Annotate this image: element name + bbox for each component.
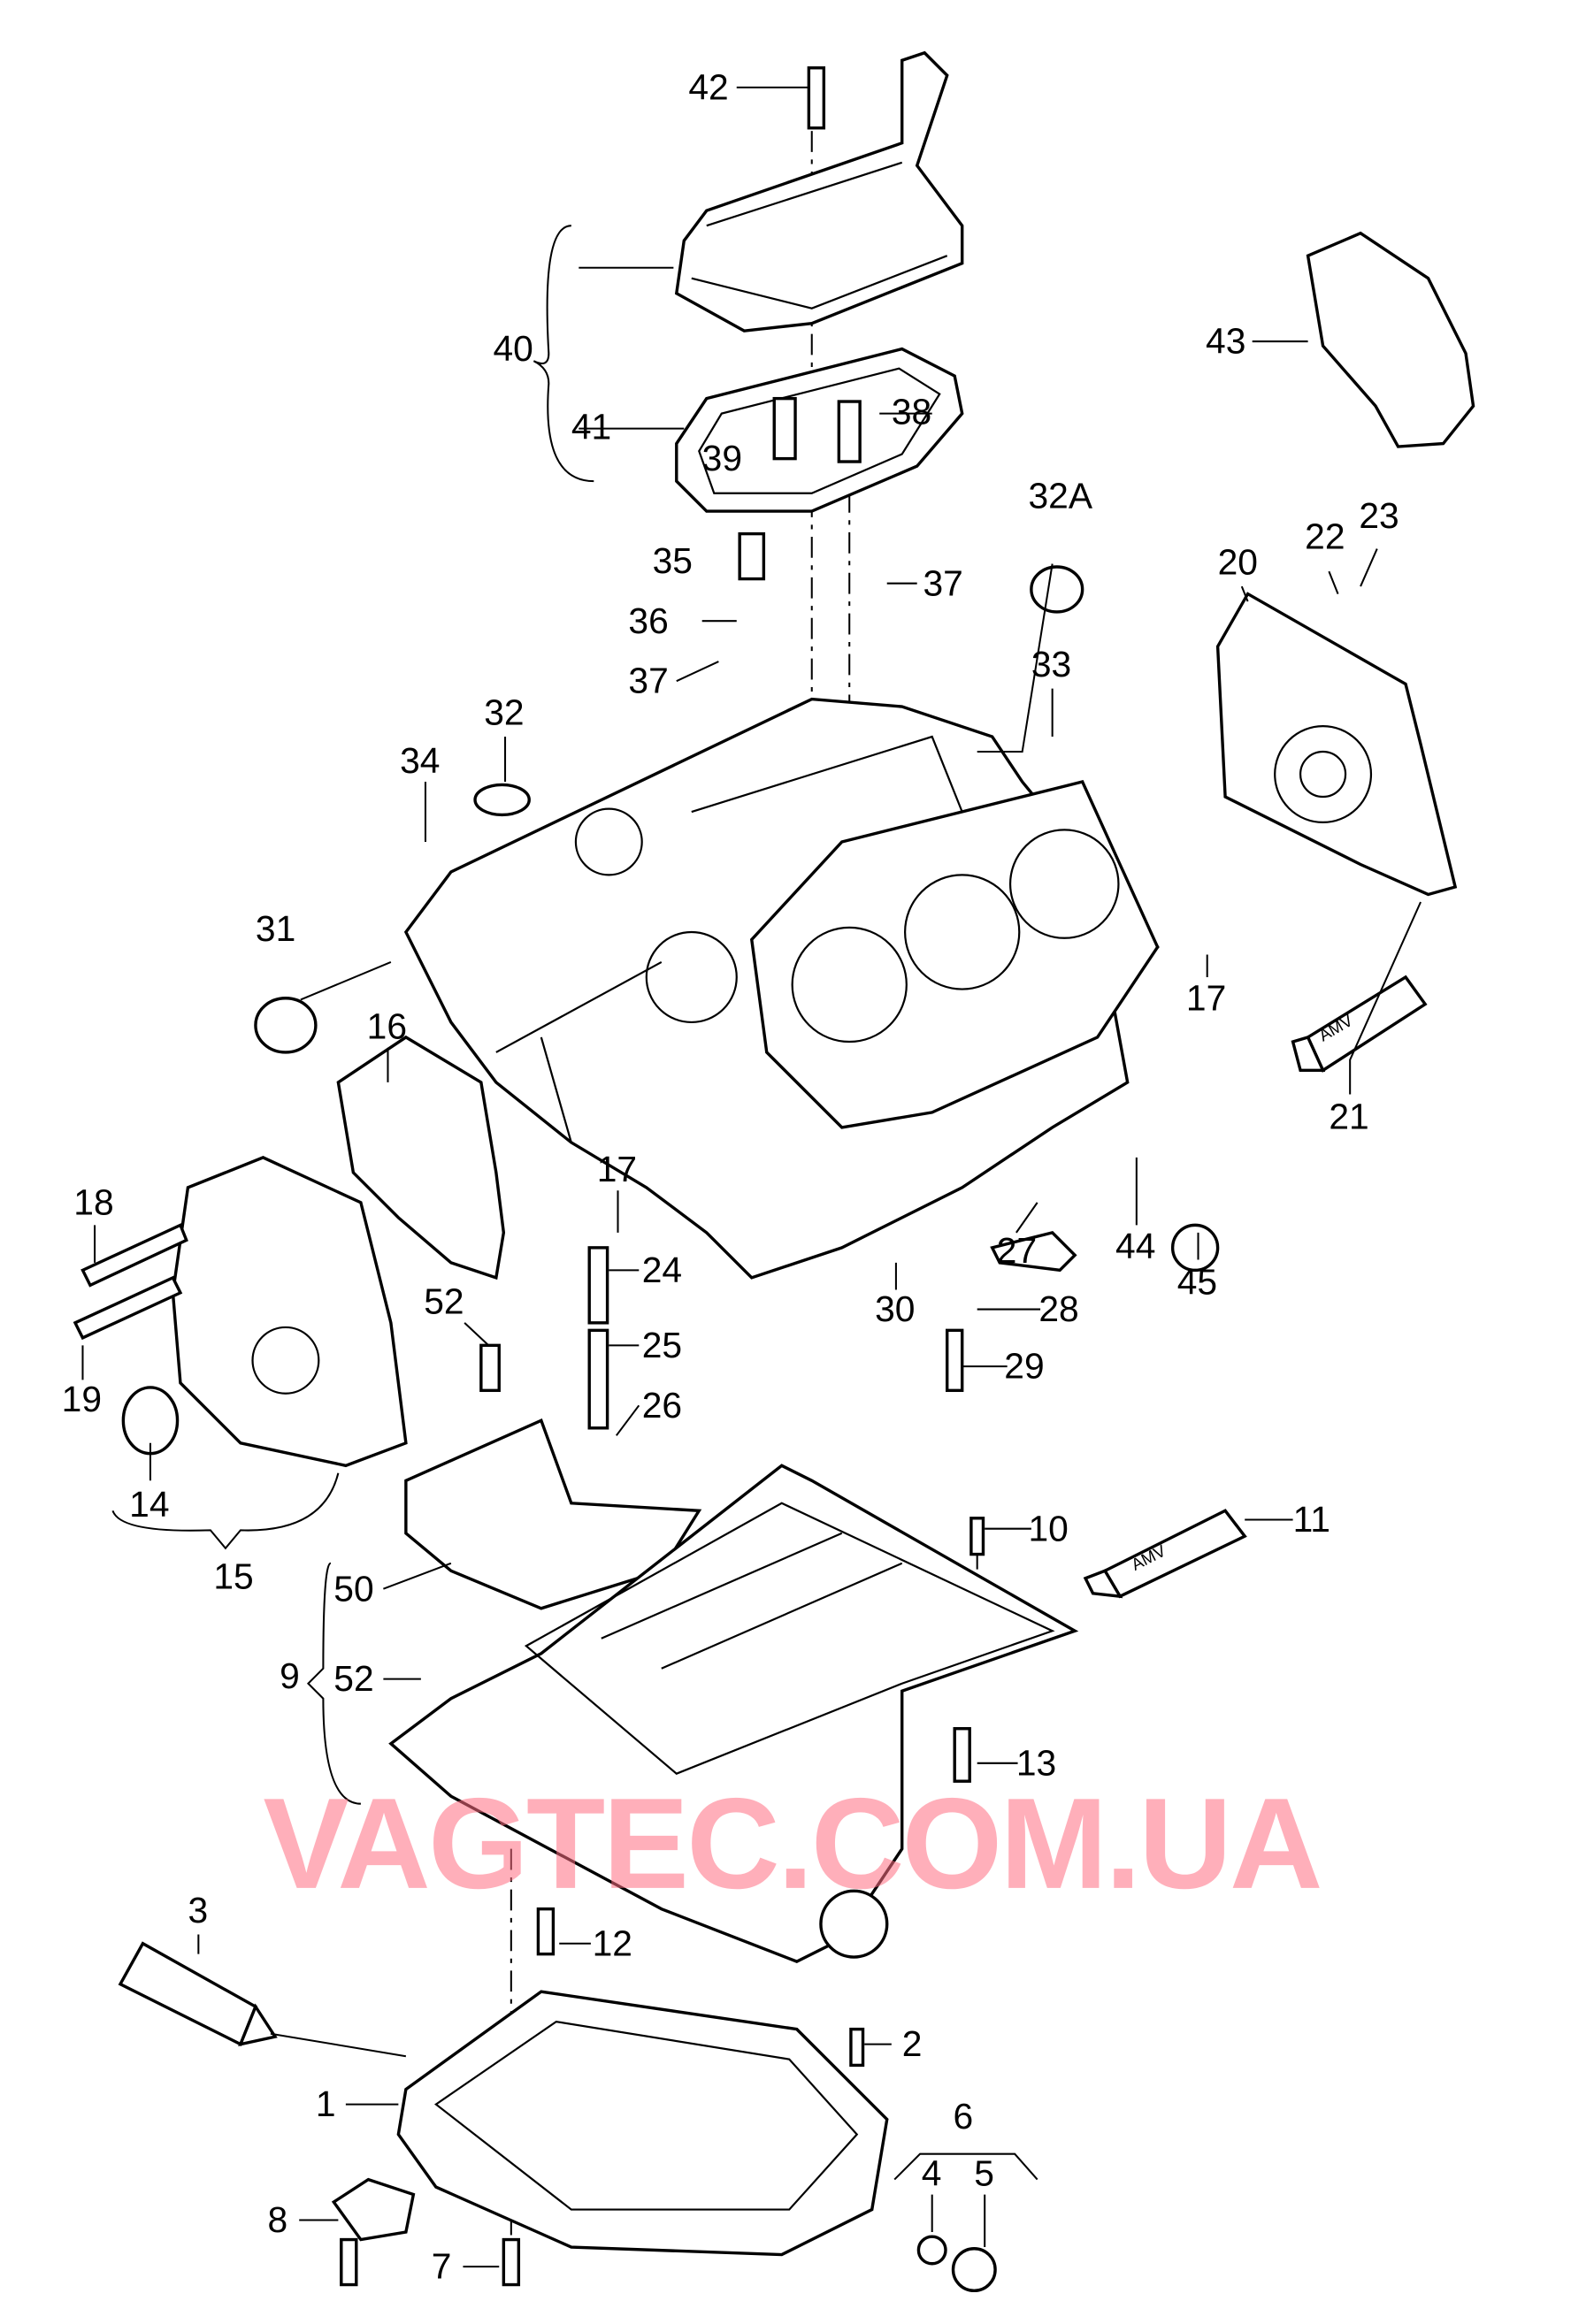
label-3: 3 xyxy=(188,1890,208,1930)
label-30: 30 xyxy=(875,1288,915,1329)
label-34: 34 xyxy=(400,740,440,781)
label-7: 7 xyxy=(432,2246,452,2287)
label-24: 24 xyxy=(642,1250,682,1290)
label-1: 1 xyxy=(316,2083,336,2124)
lower-oil-pan xyxy=(396,1990,889,2257)
label-25: 25 xyxy=(642,1325,682,1365)
label-2: 2 xyxy=(902,2023,923,2064)
label-44: 44 xyxy=(1115,1226,1155,1266)
label-22: 22 xyxy=(1305,516,1345,557)
label-12: 12 xyxy=(593,1923,632,1963)
label-23: 23 xyxy=(1359,495,1399,536)
label-29: 29 xyxy=(1004,1346,1044,1387)
sealant-tube-11: AMV xyxy=(1083,1509,1247,1599)
label-18: 18 xyxy=(73,1181,113,1222)
label-41: 41 xyxy=(571,407,611,447)
label-17: 17 xyxy=(1186,977,1226,1018)
upper-oil-pan xyxy=(388,1464,1079,1964)
label-43: 43 xyxy=(1206,321,1245,362)
bolts xyxy=(73,66,1220,2293)
sealing-plug-32 xyxy=(473,783,531,817)
rear-cover-gasket xyxy=(1306,231,1475,448)
sealant-tube-21: AMV xyxy=(1291,975,1428,1073)
label-16: 16 xyxy=(367,1006,407,1047)
cylinder-head-cover xyxy=(674,50,964,333)
label-50: 50 xyxy=(333,1568,373,1609)
label-52: 52 xyxy=(424,1281,464,1322)
label-5: 5 xyxy=(974,2152,994,2193)
label-4: 4 xyxy=(922,2152,942,2193)
label-37: 37 xyxy=(628,661,668,701)
label-39: 39 xyxy=(702,438,742,478)
label-52: 52 xyxy=(333,1658,373,1699)
watermark: VAGTEC.COM.UA xyxy=(263,1771,1322,1915)
part-labels: 42 40 41 39 38 43 32A 35 36 37 37 22 23 … xyxy=(62,66,1399,2286)
label-31: 31 xyxy=(256,908,295,949)
label-40: 40 xyxy=(493,328,533,369)
front-gasket xyxy=(336,1035,506,1280)
label-9: 9 xyxy=(280,1655,300,1696)
label-28: 28 xyxy=(1038,1288,1078,1329)
label-38: 38 xyxy=(892,392,931,432)
label-13: 13 xyxy=(1016,1742,1056,1783)
label-20: 20 xyxy=(1218,541,1258,582)
label-33: 33 xyxy=(1031,644,1071,684)
label-10: 10 xyxy=(1028,1508,1068,1548)
oil-level-sensor xyxy=(331,2177,416,2242)
timing-case-cover xyxy=(121,1156,408,1468)
leader-lines xyxy=(81,86,1422,2268)
label-32a: 32A xyxy=(1028,476,1092,516)
label-35: 35 xyxy=(653,540,693,581)
label-21: 21 xyxy=(1329,1097,1368,1137)
sealant-tube-3 xyxy=(118,1941,278,2046)
label-15: 15 xyxy=(213,1556,253,1597)
rear-sealing-flange xyxy=(1215,592,1458,897)
label-32: 32 xyxy=(484,692,524,732)
label-27: 27 xyxy=(997,1230,1037,1271)
label-26: 26 xyxy=(642,1385,682,1426)
label-42: 42 xyxy=(688,66,728,107)
label-37: 37 xyxy=(923,562,963,603)
sealing-plug-32a xyxy=(1030,565,1084,614)
cylinder-block xyxy=(403,697,1160,1280)
sealing-plug-31 xyxy=(254,997,318,1054)
label-11: 11 xyxy=(1293,1499,1330,1540)
label-45: 45 xyxy=(1177,1262,1217,1303)
label-19: 19 xyxy=(62,1379,102,1419)
label-36: 36 xyxy=(628,600,668,641)
label-8: 8 xyxy=(268,2199,288,2240)
cover-gasket xyxy=(675,347,964,513)
label-6: 6 xyxy=(953,2096,973,2137)
label-14: 14 xyxy=(129,1484,169,1525)
label-17: 17 xyxy=(597,1149,637,1189)
